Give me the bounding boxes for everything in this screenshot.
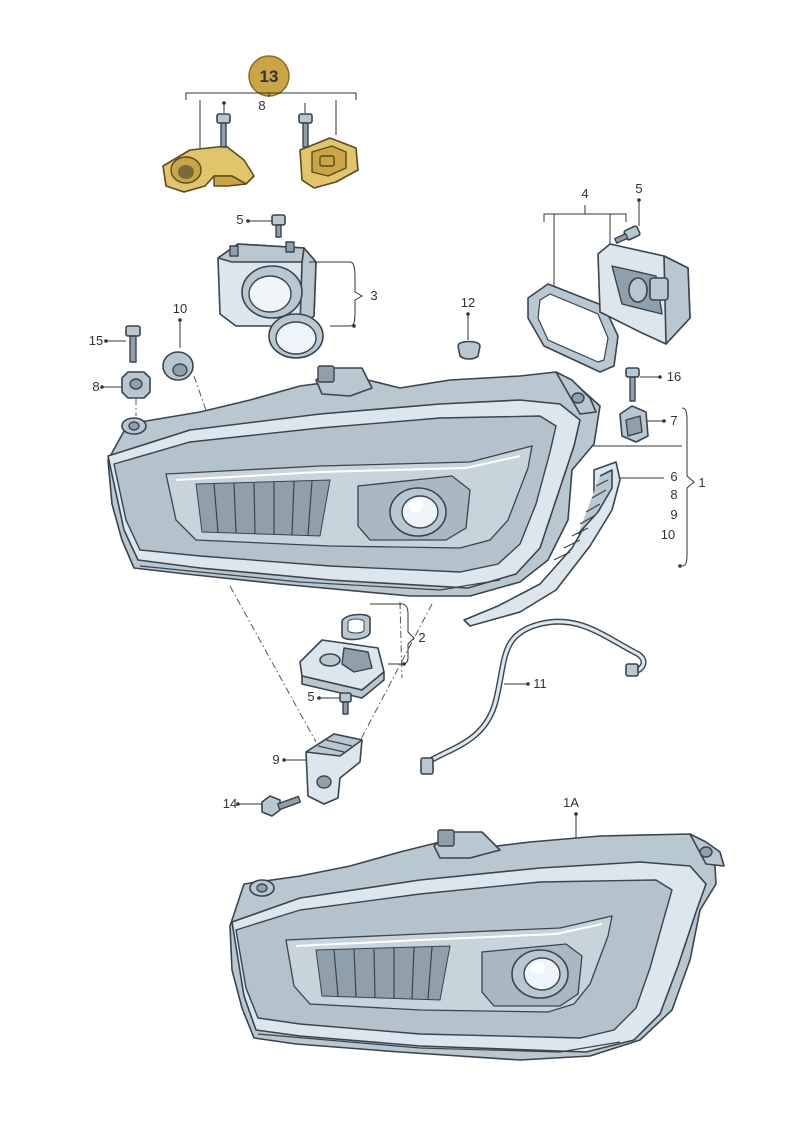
headlight-projector <box>357 475 471 541</box>
callout-10-list: 10 <box>661 527 675 542</box>
callout-group-4: 4 <box>543 186 627 290</box>
callout-group-14: 14 <box>223 796 262 811</box>
callout-12: 12 <box>461 295 475 310</box>
callout-group-5-upper-left: 5 <box>236 212 272 227</box>
callout-1: 1 <box>698 475 705 490</box>
callout-1A: 1A <box>563 795 579 810</box>
callout-group-10: 10 <box>173 301 187 348</box>
bracket-9[interactable] <box>305 733 363 805</box>
callout-15: 15 <box>89 333 103 348</box>
seal-2[interactable] <box>341 613 371 641</box>
headlight-main[interactable] <box>107 365 601 597</box>
bolt-15[interactable] <box>125 325 141 363</box>
callout-group-5-top-right: 5 <box>635 181 643 226</box>
callout-7: 7 <box>670 413 677 428</box>
bolt-5-upper-left[interactable] <box>271 214 286 238</box>
trim-strip[interactable] <box>463 461 621 627</box>
bolt-group13-right[interactable] <box>298 113 313 148</box>
headlight-1A[interactable] <box>229 829 725 1061</box>
gold-bracket-right[interactable] <box>299 137 359 189</box>
callout-group-12: 12 <box>461 295 475 340</box>
callout-8-group13: 8 <box>258 98 265 113</box>
control-unit-2[interactable] <box>299 639 385 699</box>
bolt-14[interactable] <box>261 795 302 817</box>
callout-group-7: 7 <box>645 413 678 428</box>
callout-6: 6 <box>670 469 677 484</box>
group-13: 13 8 <box>162 55 359 193</box>
callout-8-left: 8 <box>92 379 99 394</box>
callout-group-3: 3 <box>309 261 378 328</box>
badge-13-label: 13 <box>260 67 279 86</box>
gasket-seal[interactable] <box>527 283 619 373</box>
headlight-1A-fins <box>315 945 451 1001</box>
callout-group-8-left: 8 <box>92 379 122 394</box>
callout-5-top-right: 5 <box>635 181 642 196</box>
callout-11: 11 <box>533 676 547 691</box>
callout-group-9: 9 <box>272 752 306 767</box>
light-guide-tube-11[interactable] <box>420 618 647 775</box>
bolt-group13-left[interactable] <box>216 113 231 148</box>
callout-group-15: 15 <box>89 333 126 348</box>
callout-group-5-lower: 5 <box>307 689 340 704</box>
bolt-5-top-right[interactable] <box>614 225 641 244</box>
callout-16: 16 <box>667 369 681 384</box>
bolt-5-lower[interactable] <box>339 692 352 715</box>
callout-group-1A: 1A <box>563 795 579 840</box>
callout-5-upper-left: 5 <box>236 212 243 227</box>
callout-9-list: 9 <box>670 507 677 522</box>
callout-5-lower: 5 <box>307 689 314 704</box>
callout-list-right: 6 8 9 10 <box>620 469 678 542</box>
headlight-1A-projector <box>481 943 583 1007</box>
callout-10: 10 <box>173 301 187 316</box>
callout-group-11: 11 <box>504 676 547 691</box>
callout-4: 4 <box>581 186 588 201</box>
gold-bracket-left[interactable] <box>162 145 255 193</box>
nut-8[interactable] <box>121 371 151 399</box>
callout-8-list: 8 <box>670 487 677 502</box>
ballast-module[interactable] <box>217 241 317 327</box>
callout-3: 3 <box>370 288 377 303</box>
callout-9: 9 <box>272 752 279 767</box>
lamp-ring[interactable] <box>268 313 324 359</box>
bolt-16[interactable] <box>625 367 640 402</box>
clip-7[interactable] <box>619 405 649 443</box>
callout-group-1: 1 <box>590 407 706 568</box>
rubber-ring-10[interactable] <box>162 351 194 381</box>
headlight-fins <box>195 479 331 537</box>
callout-14: 14 <box>223 796 237 811</box>
callout-group-2: 2 <box>370 603 426 666</box>
callout-group-16: 16 <box>640 369 681 384</box>
cap-12[interactable] <box>457 340 481 360</box>
control-module-top-right[interactable] <box>597 243 691 345</box>
callout-2: 2 <box>418 630 425 645</box>
